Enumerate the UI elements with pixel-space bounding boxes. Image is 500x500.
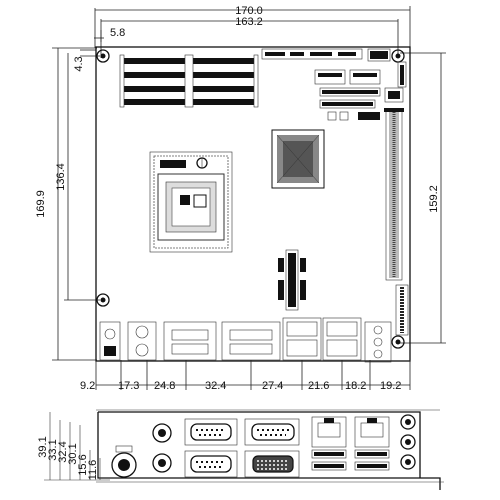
right-dimension-lines: 159.2: [400, 52, 446, 344]
cpu-socket: [149, 151, 233, 253]
hole-offset-x-label: 5.8: [110, 27, 125, 39]
bottom-dim-label: 18.2: [345, 380, 366, 392]
bottom-dim-label: 17.3: [118, 380, 139, 392]
memory-slots: [119, 54, 259, 108]
io-panel: [96, 409, 444, 490]
sata-connectors: [314, 61, 407, 121]
top-headers: [261, 48, 391, 62]
bottom-dim-label: 27.4: [262, 380, 283, 392]
io-dim-label: 33.1: [47, 439, 59, 460]
mounting-hole-icon: [96, 293, 110, 307]
hole-span-label: 163.2: [235, 16, 263, 28]
right-edge-headers: [395, 284, 409, 336]
overall-width-label: 170.0: [235, 5, 263, 17]
chipset: [271, 129, 325, 189]
mounting-hole-icon: [391, 335, 405, 349]
left-dimension-lines: 169.9 136.4 4.3: [35, 47, 100, 361]
top-dimension-lines: 170.0 163.2 5.8: [94, 5, 411, 58]
bottom-dim-label: 9.2: [80, 380, 95, 392]
mounting-holes: [96, 49, 405, 349]
io-dim-label: 15.6: [77, 454, 89, 475]
io-dim-label: 30.1: [67, 443, 79, 464]
bottom-dim-label: 19.2: [380, 380, 401, 392]
io-dim-label: 32.4: [57, 441, 69, 462]
hole-span-right-label: 159.2: [428, 185, 440, 213]
board-rear-io: [99, 317, 392, 363]
io-dim-label: 11.6: [87, 460, 99, 481]
small-chips: [278, 249, 306, 311]
mounting-hole-icon: [96, 49, 110, 63]
hole-span-left-label: 136.4: [55, 163, 67, 191]
hole-offset-y-label: 4.3: [73, 56, 85, 71]
board-outline: [95, 46, 411, 362]
io-panel-dimension-lines: 39.1 33.1 32.4 30.1 15.6 11.6: [37, 412, 110, 481]
pci-slot: [384, 108, 404, 281]
bottom-dim-label: 24.8: [154, 380, 175, 392]
bottom-dim-label: 32.4: [205, 380, 226, 392]
bottom-dimension-lines: 9.2 17.3 24.8 32.4 27.4 21.6 18.2 19.2: [80, 360, 411, 392]
overall-height-label: 169.9: [35, 190, 47, 218]
bottom-dim-label: 21.6: [308, 380, 329, 392]
io-dim-label: 39.1: [37, 436, 49, 457]
